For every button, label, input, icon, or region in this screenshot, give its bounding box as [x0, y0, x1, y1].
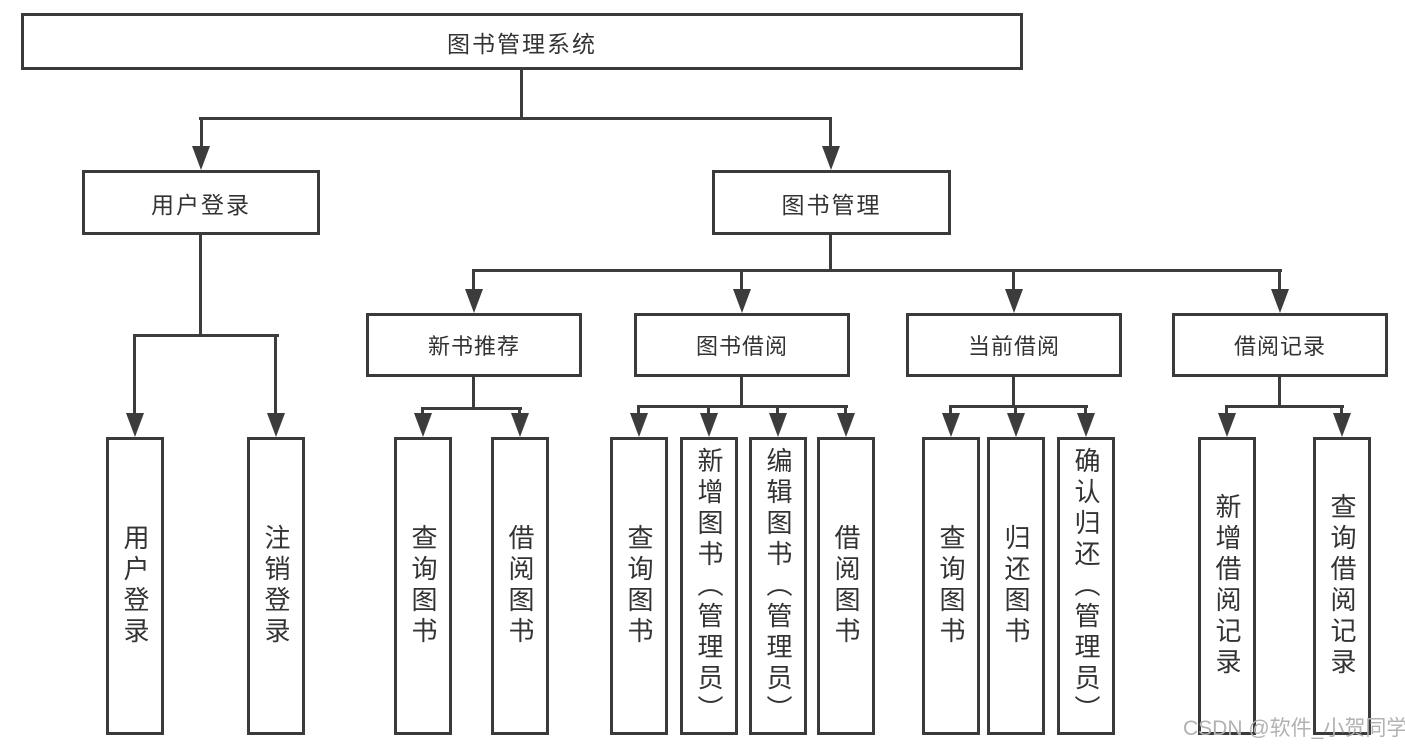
connector-book-management-hline	[472, 269, 1282, 272]
node-new-book-recommend: 新书推荐	[366, 313, 582, 377]
connector-stem-leaf	[274, 334, 277, 415]
node-user-login: 用户登录	[82, 170, 320, 235]
arrowhead-down-icon	[1077, 413, 1095, 437]
leaf-label: 新增借阅记录	[1212, 493, 1242, 679]
connector-new-book-hline	[421, 407, 522, 410]
arrowhead-down-icon	[267, 413, 285, 437]
node-borrow-record: 借阅记录	[1172, 313, 1388, 377]
node-borrow-record-label: 借阅记录	[1233, 334, 1326, 359]
arrowhead-down-icon	[822, 146, 840, 170]
connector-borrow-record-vline	[1278, 377, 1281, 408]
connector-user-login-vline	[199, 235, 202, 337]
leaf-label: 归还图书	[1001, 524, 1031, 648]
leaf-borrow-add-admin: 新增图书（管理员）	[680, 437, 738, 735]
connector-root-hline	[199, 117, 832, 120]
connector-new-book-vline	[472, 377, 475, 410]
connector-stem-leaf	[844, 405, 847, 416]
arrowhead-down-icon	[1005, 289, 1023, 313]
connector-stem-leaf	[421, 407, 424, 416]
leaf-label: 借阅图书	[505, 524, 535, 648]
arrowhead-down-icon	[769, 413, 787, 437]
connector-stem-leaf	[1225, 405, 1228, 416]
connector-stem-user-login	[200, 117, 203, 147]
leaf-label: 借阅图书	[831, 524, 861, 648]
arrowhead-down-icon	[733, 289, 751, 313]
leaf-label: 新增图书（管理员）	[694, 446, 724, 726]
connector-stem-leaf	[1340, 405, 1343, 416]
arrowhead-down-icon	[192, 146, 210, 170]
connector-stem-current-borrow	[1012, 269, 1015, 293]
connector-user-login-hline	[133, 334, 279, 337]
leaf-label: 确认归还（管理员）	[1071, 446, 1101, 726]
node-current-borrow: 当前借阅	[906, 313, 1122, 377]
node-new-book-recommend-label: 新书推荐	[427, 334, 520, 359]
node-book-management: 图书管理	[712, 170, 951, 235]
leaf-label: 查询图书	[624, 524, 654, 648]
node-root-label: 图书管理系统	[447, 30, 597, 57]
leaf-borrow-edit-admin: 编辑图书（管理员）	[749, 437, 807, 735]
connector-current-borrow-hline	[949, 405, 1088, 408]
connector-stem-new-book	[472, 269, 475, 293]
leaf-label: 用户登录	[120, 524, 150, 648]
connector-root-vline	[520, 70, 523, 119]
node-root: 图书管理系统	[21, 13, 1023, 70]
connector-stem-leaf	[776, 405, 779, 416]
connector-book-borrow-vline	[740, 377, 743, 408]
arrowhead-down-icon	[1271, 289, 1289, 313]
node-book-borrow-label: 图书借阅	[695, 334, 788, 359]
arrowhead-down-icon	[837, 413, 855, 437]
arrowhead-down-icon	[414, 413, 432, 437]
leaf-record-add: 新增借阅记录	[1198, 437, 1256, 735]
leaf-user-login: 用户登录	[106, 437, 164, 735]
node-book-borrow: 图书借阅	[634, 313, 850, 377]
node-current-borrow-label: 当前借阅	[967, 334, 1060, 359]
connector-stem-leaf	[949, 405, 952, 416]
arrowhead-down-icon	[1218, 413, 1236, 437]
leaf-label: 查询图书	[936, 524, 966, 648]
connector-stem-leaf	[637, 405, 640, 416]
leaf-borrow-borrow: 借阅图书	[817, 437, 875, 735]
arrowhead-down-icon	[1333, 413, 1351, 437]
arrowhead-down-icon	[630, 413, 648, 437]
connector-stem-book-borrow	[740, 269, 743, 293]
leaf-current-return: 归还图书	[987, 437, 1045, 735]
connector-stem-leaf	[133, 334, 136, 415]
arrowhead-down-icon	[700, 413, 718, 437]
leaf-logout: 注销登录	[247, 437, 305, 735]
arrowhead-down-icon	[942, 413, 960, 437]
connector-stem-leaf	[1014, 405, 1017, 416]
leaf-label: 查询图书	[408, 524, 438, 648]
csdn-watermark: CSDN @软件_小贺同学	[1183, 717, 1405, 740]
leaf-new-book-borrow: 借阅图书	[491, 437, 549, 735]
leaf-current-confirm-return-admin: 确认归还（管理员）	[1057, 437, 1115, 735]
connector-borrow-record-hline	[1225, 405, 1344, 408]
connector-book-borrow-hline	[637, 405, 848, 408]
leaf-borrow-query: 查询图书	[610, 437, 668, 735]
connector-stem-book-management	[829, 117, 832, 147]
arrowhead-down-icon	[511, 413, 529, 437]
leaf-record-query: 查询借阅记录	[1313, 437, 1371, 735]
arrowhead-down-icon	[126, 413, 144, 437]
leaf-label: 编辑图书（管理员）	[763, 446, 793, 726]
leaf-label: 注销登录	[261, 524, 291, 648]
arrowhead-down-icon	[1007, 413, 1025, 437]
connector-stem-leaf	[707, 405, 710, 416]
leaf-label: 查询借阅记录	[1327, 493, 1357, 679]
arrowhead-down-icon	[465, 289, 483, 313]
connector-stem-leaf	[1084, 405, 1087, 416]
node-user-login-label: 用户登录	[151, 191, 251, 218]
connector-stem-borrow-record	[1278, 269, 1281, 293]
leaf-current-query: 查询图书	[922, 437, 980, 735]
connector-stem-leaf	[518, 407, 521, 416]
leaf-new-book-query: 查询图书	[394, 437, 452, 735]
node-book-management-label: 图书管理	[781, 191, 882, 218]
connector-book-management-vline	[829, 235, 832, 272]
connector-current-borrow-vline	[1012, 377, 1015, 408]
